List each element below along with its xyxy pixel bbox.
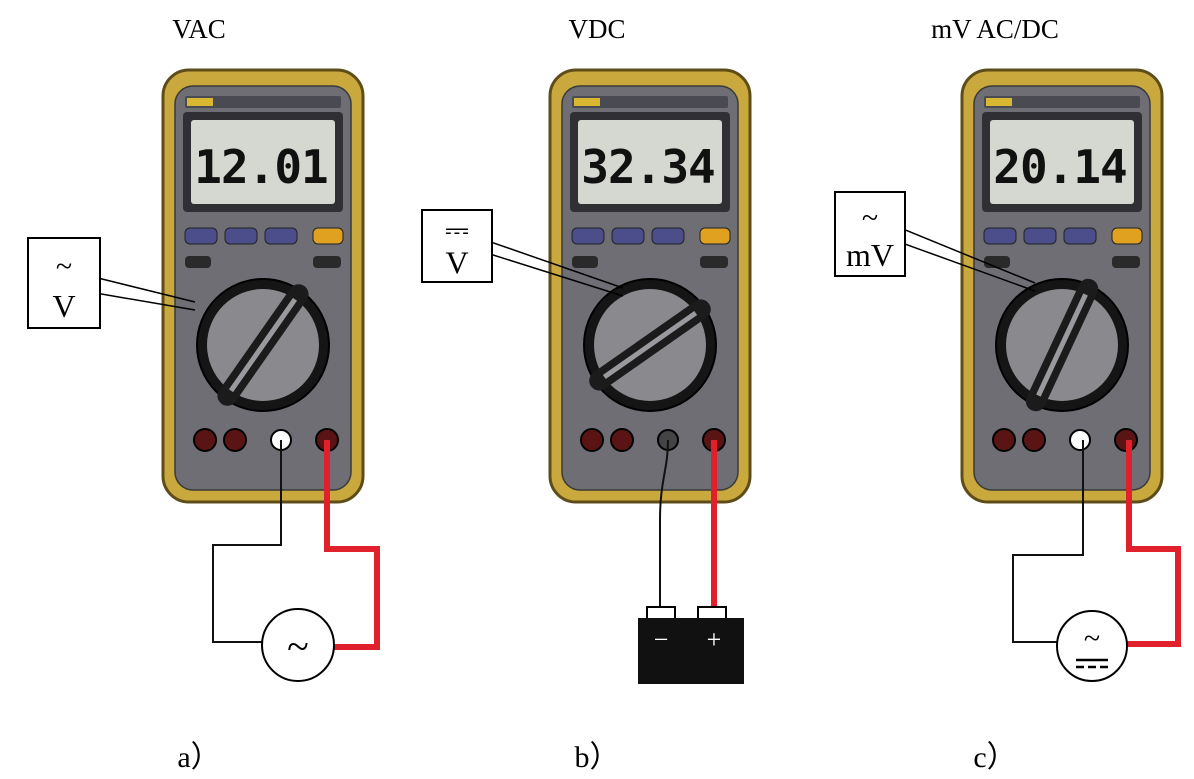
jack-com [1069, 429, 1091, 451]
knob-pointer-stripe [228, 297, 298, 393]
function-button [1063, 227, 1097, 245]
brand-strip [984, 96, 1140, 108]
callout: ~V [27, 237, 196, 329]
callout-unit: V [445, 244, 468, 280]
battery-pos-label: + [707, 625, 722, 654]
small-button [313, 256, 341, 268]
lcd-reading: 12.01 [194, 140, 327, 194]
lcd-screen [191, 120, 335, 204]
ac-symbol: ~ [287, 624, 309, 669]
small-button [572, 256, 598, 268]
lead-red [1126, 440, 1181, 647]
panel-caption: a） [177, 741, 221, 774]
lead-red [324, 440, 380, 650]
panel-caption: b） [574, 741, 620, 774]
lead-black [659, 439, 669, 610]
panel-title: VDC [568, 14, 626, 44]
multimeter: 32.34 [548, 68, 752, 504]
panel-title: VAC [172, 14, 226, 44]
lead-black [1012, 440, 1084, 643]
knob-pointer-stripe [1036, 293, 1088, 397]
jack-amps [580, 428, 604, 452]
callout-symbol: ⎓ [445, 214, 469, 247]
callout-symbol: ~ [56, 250, 72, 283]
function-button [312, 227, 344, 245]
function-button [571, 227, 605, 245]
function-button [699, 227, 731, 245]
leader-line [904, 229, 1036, 284]
acdc-symbol: ~ [1084, 622, 1100, 655]
panel-mv: mV AC/DC c） [796, 0, 1194, 779]
function-button [264, 227, 298, 245]
lead-black [212, 440, 282, 643]
leader-line [99, 293, 196, 311]
leader-line [491, 253, 624, 297]
battery-terminal-pos [697, 606, 727, 620]
brand-logo [187, 98, 213, 106]
lcd-screen [990, 120, 1134, 204]
lcd-reading: 32.34 [581, 140, 714, 194]
multimeter: 20.14 [960, 68, 1164, 504]
function-button [224, 227, 258, 245]
callout: ⎓V [421, 209, 624, 297]
lcd-reading: 20.14 [993, 140, 1126, 194]
lcd-screen [578, 120, 722, 204]
jack-milliamps [610, 428, 634, 452]
panel-vac: VAC a） [0, 0, 398, 779]
circuit-b: −+ [638, 439, 744, 684]
brand-strip [572, 96, 728, 108]
jack-amps [193, 428, 217, 452]
brand-logo [574, 98, 600, 106]
jack-milliamps [223, 428, 247, 452]
panel-title: mV AC/DC [931, 14, 1059, 44]
callout-box [27, 237, 101, 329]
function-button [1023, 227, 1057, 245]
panel-caption: c） [973, 741, 1017, 774]
function-button [651, 227, 685, 245]
function-button [1111, 227, 1143, 245]
callout: ~mV [834, 191, 1036, 292]
knob-pointer-stripe [602, 310, 698, 380]
brand-logo [986, 98, 1012, 106]
small-button [185, 256, 211, 268]
small-button [1112, 256, 1140, 268]
circuit-c: ~ [1012, 440, 1181, 682]
battery-body [638, 618, 744, 684]
jack-milliamps [1022, 428, 1046, 452]
small-button [700, 256, 728, 268]
function-button [611, 227, 645, 245]
leader-line [491, 241, 624, 289]
small-button [984, 256, 1010, 268]
circuit-a: ~ [212, 440, 380, 682]
panel-vdc: VDC b） [398, 0, 796, 779]
callout-box [421, 209, 493, 283]
battery-neg-label: − [654, 625, 669, 654]
leader-line [99, 277, 196, 303]
callout-unit: mV [846, 237, 894, 273]
function-button [983, 227, 1017, 245]
jack-amps [992, 428, 1016, 452]
callout-box [834, 191, 906, 277]
callout-unit: V [52, 288, 75, 324]
brand-strip [185, 96, 341, 108]
function-button [184, 227, 218, 245]
battery-terminal-neg [646, 606, 676, 620]
callout-symbol: ~ [862, 201, 878, 234]
ac-source [261, 608, 335, 682]
multimeter: 12.01 [161, 68, 365, 504]
leader-line [904, 243, 1036, 292]
acdc-source [1056, 610, 1128, 682]
